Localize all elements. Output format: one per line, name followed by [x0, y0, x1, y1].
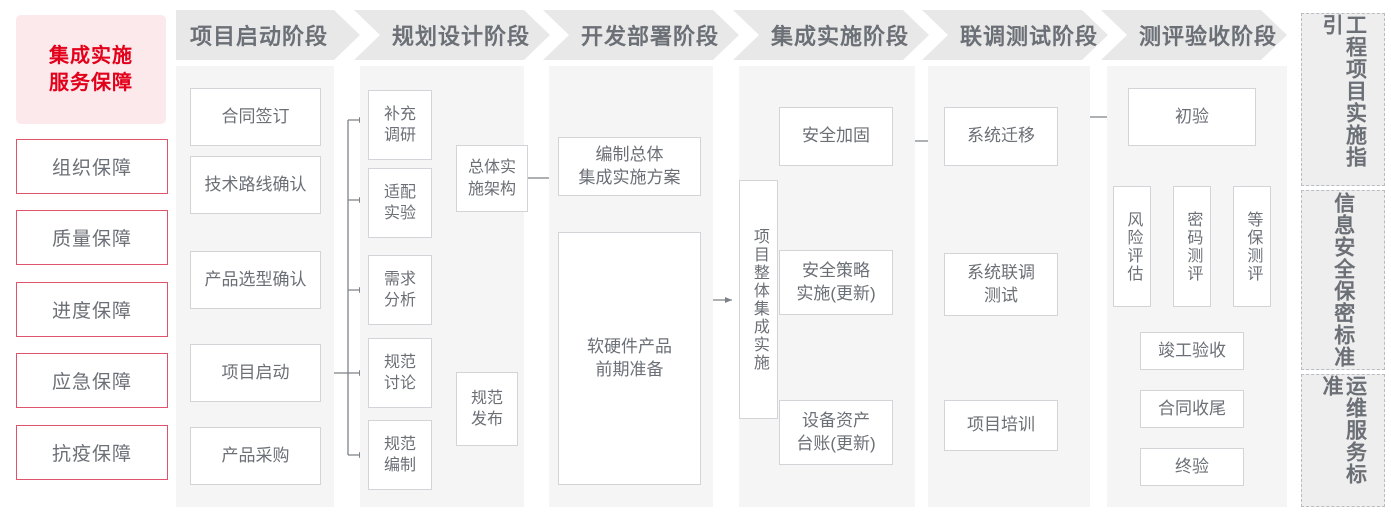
node-spec-discussion-label: 规范讨论 — [383, 353, 416, 392]
phase-header-6[interactable]: 测评验收阶段 — [1101, 10, 1287, 60]
node-spec-drafting[interactable]: 规范编制 — [368, 420, 432, 490]
node-write-integration-plan[interactable]: 编制总体集成实施方案 — [558, 137, 701, 196]
node-initial-acceptance-label: 初验 — [1175, 106, 1209, 126]
node-contract-closure[interactable]: 合同收尾 — [1140, 390, 1244, 428]
node-hw-sw-preparation-label: 软硬件产品前期准备 — [587, 337, 672, 379]
node-project-training[interactable]: 项目培训 — [944, 400, 1058, 451]
node-overall-architecture-label: 总体实施架构 — [467, 159, 516, 198]
node-product-procurement[interactable]: 产品采购 — [190, 427, 321, 485]
node-completion-acceptance[interactable]: 竣工验收 — [1140, 332, 1244, 370]
node-security-hardening-label: 安全加固 — [802, 126, 870, 146]
rail-ops-service-standard-label: 运维服务标准 — [1320, 375, 1367, 485]
node-adaptation-test[interactable]: 适配实验 — [368, 168, 432, 238]
node-completion-acceptance-label: 竣工验收 — [1158, 340, 1226, 360]
node-joint-debug-test[interactable]: 系统联调测试 — [944, 253, 1058, 316]
phase-header-4[interactable]: 集成实施阶段 — [733, 10, 929, 60]
node-product-selection[interactable]: 产品选型确认 — [190, 251, 321, 309]
node-overall-integration-label: 项目整体集成实施 — [750, 227, 768, 372]
node-overall-integration[interactable]: 项目整体集成实施 — [739, 180, 778, 419]
phase-header-5[interactable]: 联调测试阶段 — [922, 10, 1108, 60]
node-spec-release-label: 规范发布 — [470, 389, 503, 428]
node-spec-discussion[interactable]: 规范讨论 — [368, 338, 432, 408]
guarantee-item-epidemic[interactable]: 抗疫保障 — [16, 425, 168, 480]
guarantee-item-schedule[interactable]: 进度保障 — [16, 282, 168, 337]
node-security-hardening[interactable]: 安全加固 — [779, 107, 893, 166]
node-asset-ledger-label: 设备资产台账(更新) — [796, 411, 876, 453]
node-risk-assessment[interactable]: 风险评估 — [1113, 186, 1151, 307]
phase-header-3[interactable]: 开发部署阶段 — [543, 10, 739, 60]
node-spec-release[interactable]: 规范发布 — [456, 372, 518, 446]
node-spec-drafting-label: 规范编制 — [383, 435, 416, 474]
node-project-kickoff[interactable]: 项目启动 — [190, 344, 321, 402]
node-contract-sign[interactable]: 合同签订 — [190, 88, 321, 146]
node-mlps-evaluation-label: 等保测评 — [1244, 210, 1262, 283]
guarantee-item-emergency[interactable]: 应急保障 — [16, 353, 168, 408]
node-final-acceptance-label: 终验 — [1175, 456, 1209, 476]
node-contract-closure-label: 合同收尾 — [1158, 398, 1226, 418]
node-requirement-analysis[interactable]: 需求分析 — [368, 255, 432, 325]
node-security-policy-label: 安全策略实施(更新) — [796, 261, 876, 303]
node-joint-debug-test-label: 系统联调测试 — [967, 263, 1035, 305]
node-mlps-evaluation[interactable]: 等保测评 — [1233, 186, 1271, 307]
node-extra-research-label: 补充调研 — [383, 105, 416, 144]
guarantee-title-block: 集成实施 服务保障 — [16, 15, 166, 124]
node-overall-architecture[interactable]: 总体实施架构 — [456, 145, 528, 212]
node-final-acceptance[interactable]: 终验 — [1140, 448, 1244, 486]
node-risk-assessment-label: 风险评估 — [1124, 210, 1142, 283]
node-requirement-analysis-label: 需求分析 — [383, 270, 416, 309]
node-initial-acceptance[interactable]: 初验 — [1128, 88, 1256, 146]
rail-ops-service-standard[interactable]: 运维服务标准 — [1301, 374, 1385, 507]
node-crypto-evaluation[interactable]: 密码测评 — [1173, 186, 1211, 307]
node-asset-ledger[interactable]: 设备资产台账(更新) — [779, 400, 893, 465]
node-security-policy[interactable]: 安全策略实施(更新) — [779, 250, 893, 315]
node-system-migration-label: 系统迁移 — [967, 126, 1035, 146]
rail-security-standard-label: 信息安全保密标准 — [1331, 192, 1355, 368]
node-system-migration[interactable]: 系统迁移 — [944, 107, 1058, 166]
phase-header-1[interactable]: 项目启动阶段 — [176, 10, 360, 60]
node-adaptation-test-label: 适配实验 — [383, 183, 416, 222]
node-project-training-label: 项目培训 — [967, 415, 1035, 435]
service-guarantee-column: 集成实施 服务保障 组织保障 质量保障 进度保障 应急保障 抗疫保障 — [16, 10, 168, 507]
guarantee-title-line1: 集成实施 — [49, 44, 133, 67]
guarantee-item-org[interactable]: 组织保障 — [16, 139, 168, 194]
node-hw-sw-preparation[interactable]: 软硬件产品前期准备 — [558, 232, 701, 485]
node-crypto-evaluation-label: 密码测评 — [1184, 210, 1202, 283]
rail-security-standard[interactable]: 信息安全保密标准 — [1301, 190, 1385, 370]
rail-engineering-guideline-label: 工程项目实施指引 — [1320, 14, 1367, 168]
node-extra-research[interactable]: 补充调研 — [368, 90, 432, 160]
node-tech-route-confirm[interactable]: 技术路线确认 — [190, 156, 321, 214]
guarantee-item-quality[interactable]: 质量保障 — [16, 210, 168, 265]
phase-header-2[interactable]: 规划设计阶段 — [354, 10, 550, 60]
node-write-integration-plan-label: 编制总体集成实施方案 — [578, 145, 681, 187]
rail-engineering-guideline[interactable]: 工程项目实施指引 — [1301, 13, 1385, 186]
guarantee-title-line2: 服务保障 — [49, 71, 133, 94]
